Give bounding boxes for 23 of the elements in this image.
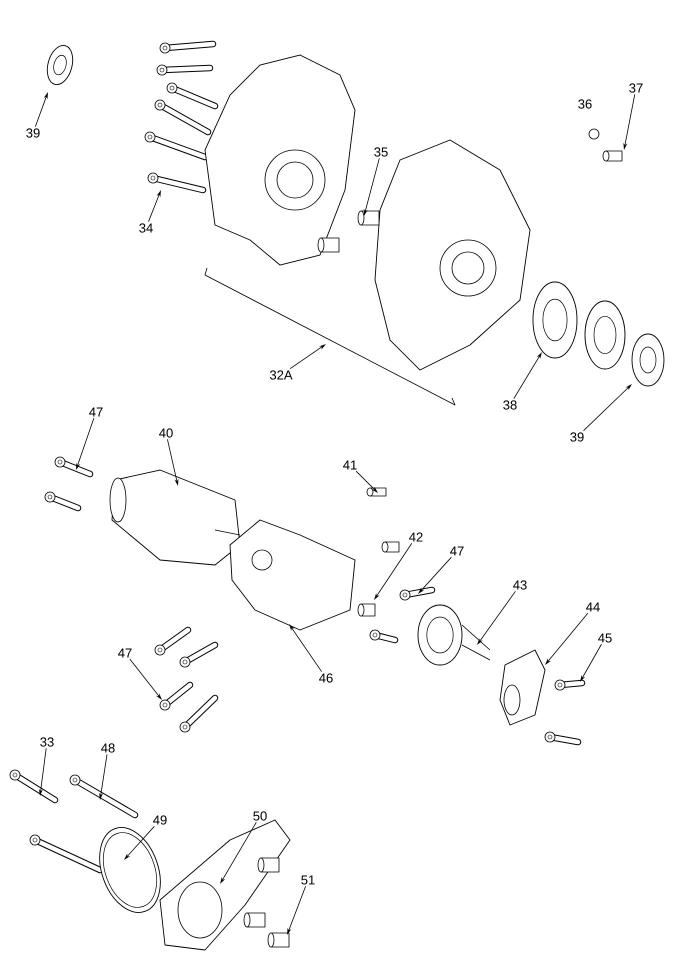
callout-number: 35 [374,147,388,157]
callout-number: 37 [629,83,643,93]
callout-number: 38 [503,400,517,410]
callout-number: 39 [570,432,584,442]
callout-number: 45 [598,633,612,643]
callout-number: 44 [586,602,600,612]
callout-number: 34 [139,223,153,233]
callout-number: 49 [153,815,167,825]
callout-number: 46 [319,673,333,683]
callout-number: 50 [253,811,267,821]
callout-number: 47 [118,648,132,658]
callout-number: 51 [301,875,315,885]
callout-number: 43 [513,580,527,590]
callout-number: 42 [409,532,423,542]
callout-number: 33 [40,737,54,747]
callout-number: 40 [159,428,173,438]
callout-number: 47 [89,408,103,416]
callout-number: 36 [578,99,592,109]
callout-number: 41 [343,460,357,470]
callout-number: 48 [101,743,115,753]
callout-number: 47 [450,546,464,556]
callout-number: 39 [26,128,40,138]
callout-number: 32A [270,370,293,380]
